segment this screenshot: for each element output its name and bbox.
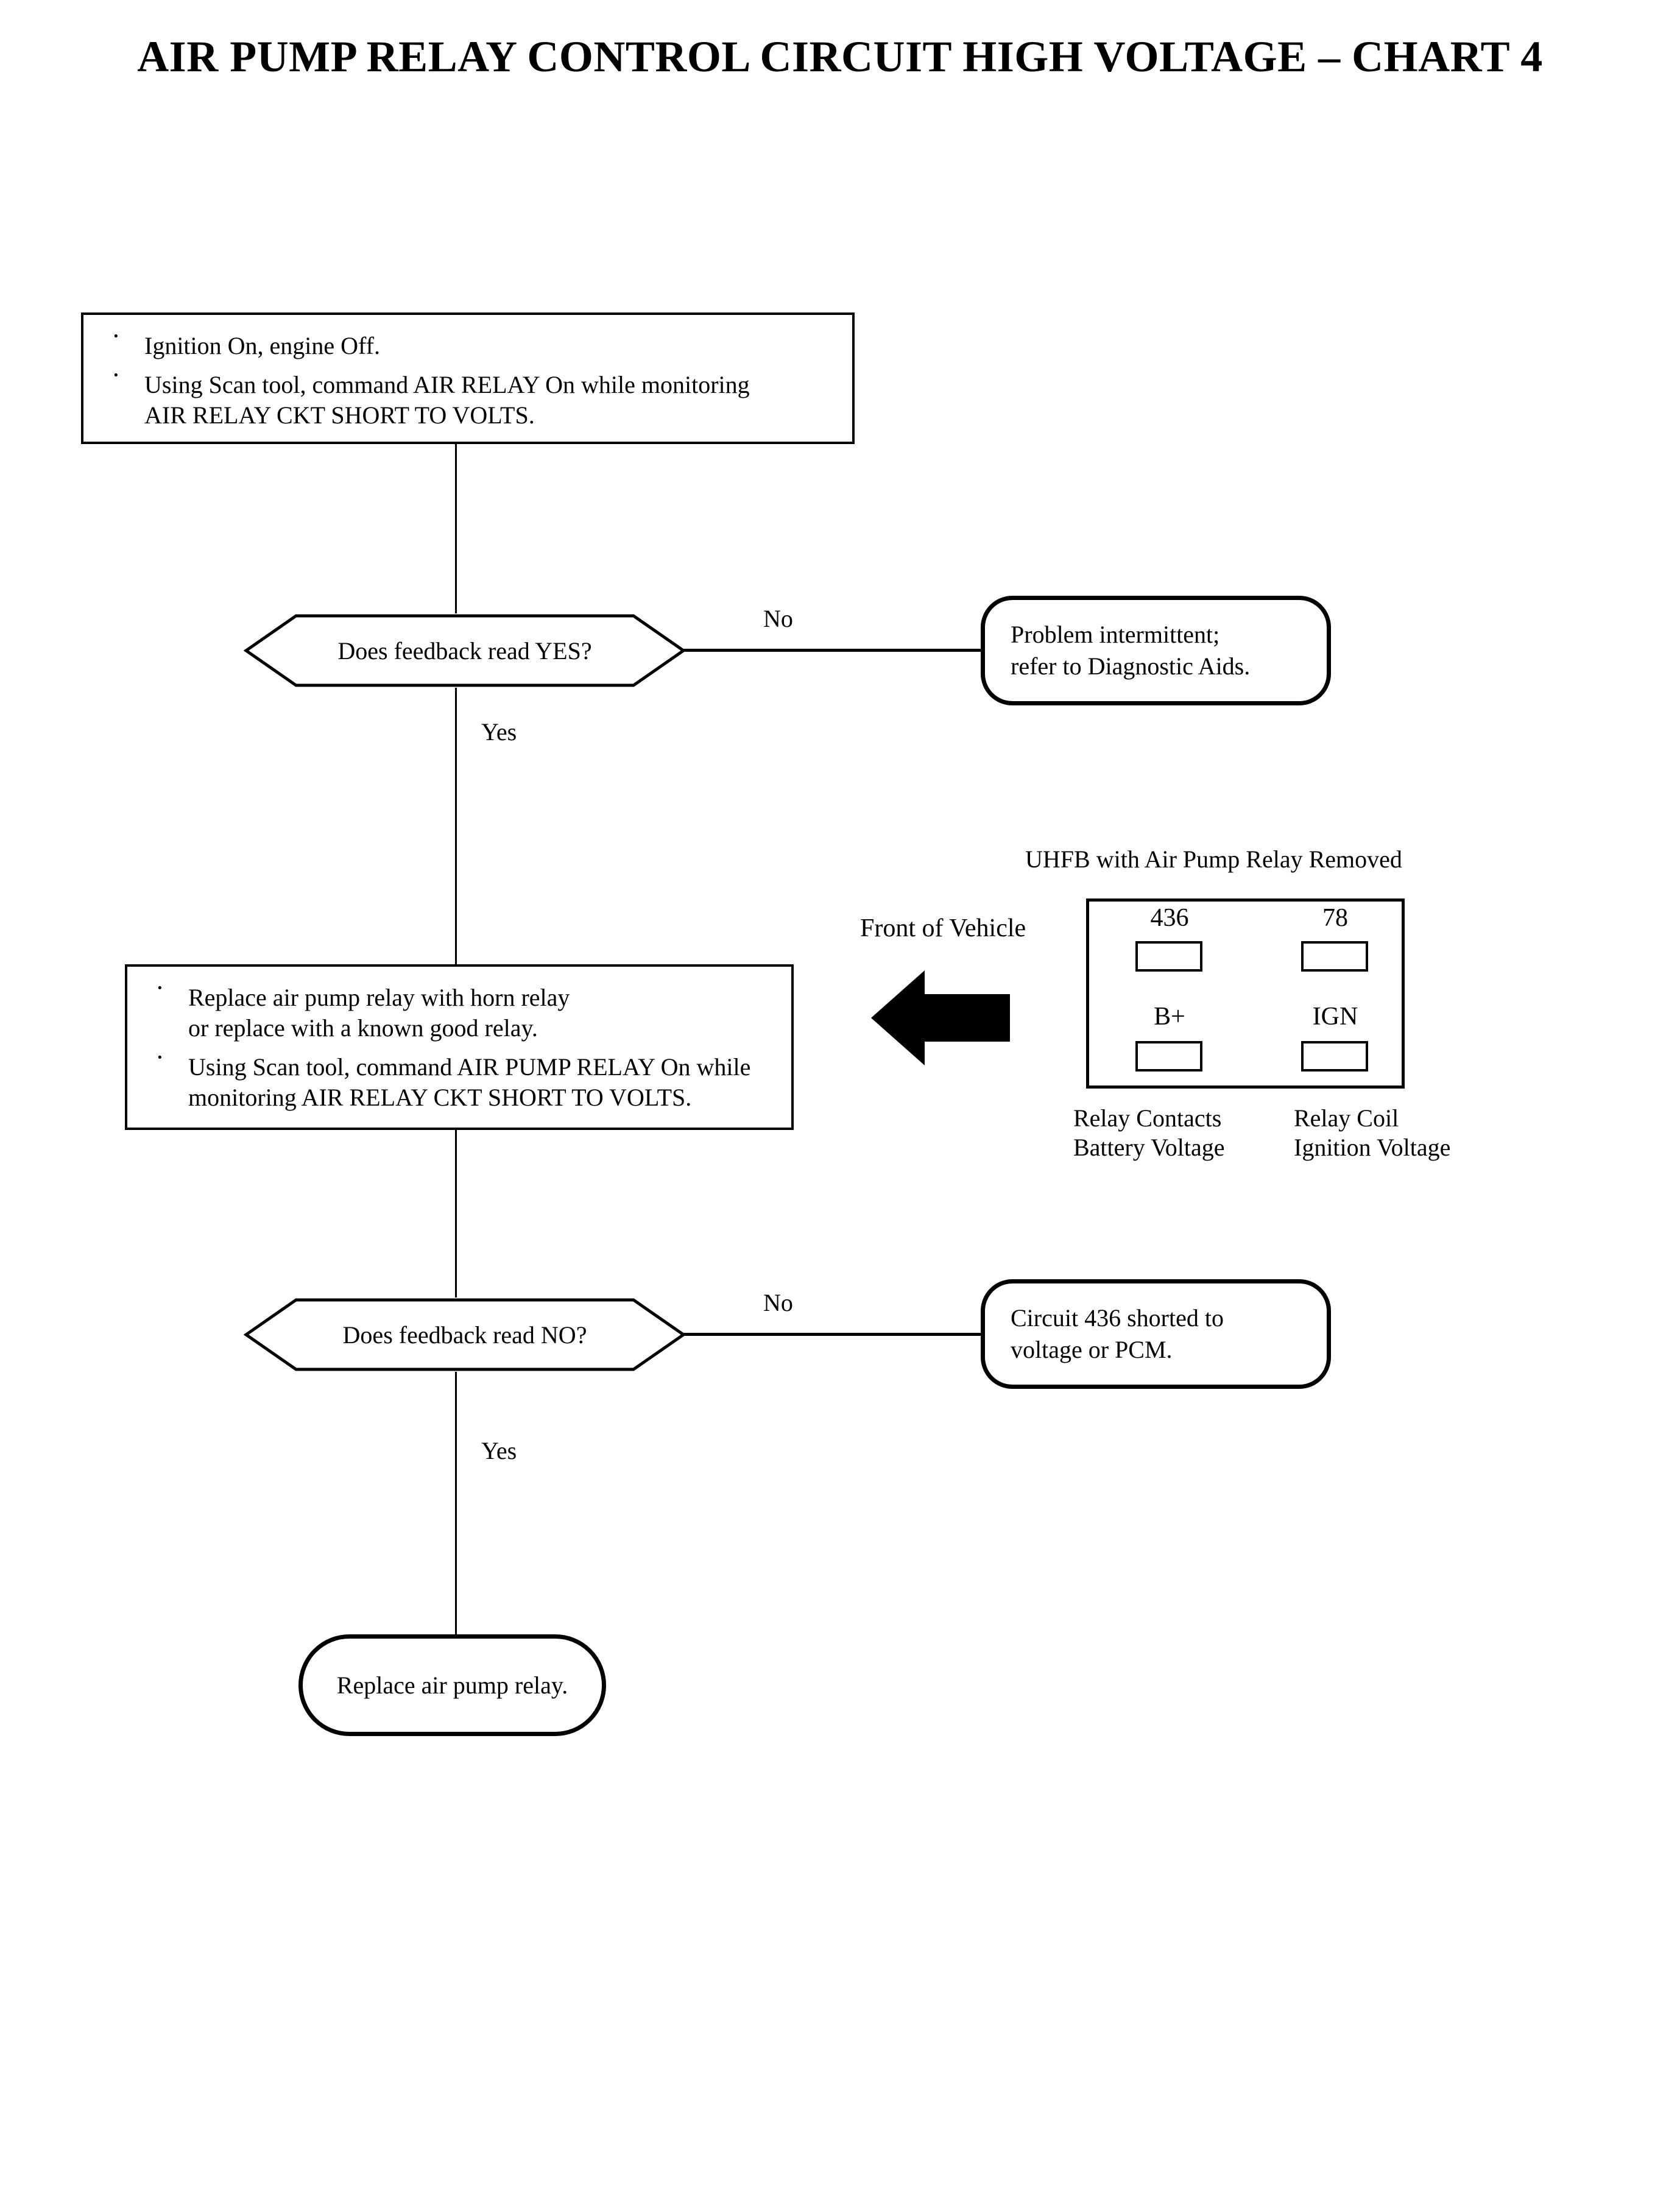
list-item: Using Scan tool, command AIR RELAY On wh… xyxy=(101,360,846,431)
decision-2-question: Does feedback read NO? xyxy=(342,1321,587,1349)
branch-decision2-no-line xyxy=(683,1333,983,1336)
terminal-circuit-shorted: Circuit 436 shorted to voltage or PCM. xyxy=(981,1279,1331,1389)
branch-label-decision2-no: No xyxy=(763,1289,793,1316)
connector-decision2-yes xyxy=(455,1372,457,1636)
step-1-bullet-2-line-2: AIR RELAY CKT SHORT TO VOLTS. xyxy=(144,401,535,429)
terminal-intermittent-line-1: Problem intermittent; xyxy=(1011,621,1220,648)
branch-label-decision1-no: No xyxy=(763,605,793,632)
uhfb-footer-relay-coil: Relay Coil Ignition Voltage xyxy=(1294,1104,1450,1162)
step-1-bullet-list: Ignition On, engine Off. Using Scan tool… xyxy=(101,321,846,439)
connector-step1-to-decision1 xyxy=(455,444,457,613)
step-1-bullet-2-line-1: Using Scan tool, command AIR RELAY On wh… xyxy=(144,371,750,398)
uhfb-terminal-slot-ign xyxy=(1301,1041,1368,1071)
uhfb-terminal-slot-bplus xyxy=(1135,1041,1202,1071)
list-item: Using Scan tool, command AIR PUMP RELAY … xyxy=(144,1042,785,1113)
uhfb-terminal-label-78: 78 xyxy=(1322,904,1348,932)
uhfb-terminal-label-436: 436 xyxy=(1150,904,1189,932)
branch-label-decision2-yes: Yes xyxy=(481,1437,517,1464)
uhfb-terminal-label-ign: IGN xyxy=(1312,1003,1358,1031)
terminal-shorted-line-2: voltage or PCM. xyxy=(1011,1336,1173,1363)
list-item: Replace air pump relay with horn relay o… xyxy=(144,973,785,1043)
connector-step2-to-decision2 xyxy=(455,1130,457,1297)
decision-feedback-no: Does feedback read NO? xyxy=(243,1297,686,1372)
uhfb-terminal-label-bplus: B+ xyxy=(1154,1003,1185,1031)
step-2-bullet-list: Replace air pump relay with horn relay o… xyxy=(144,973,785,1121)
uhfb-footer-right-line-2: Ignition Voltage xyxy=(1294,1134,1451,1161)
terminal-problem-intermittent: Problem intermittent; refer to Diagnosti… xyxy=(981,596,1331,705)
process-box-step-1: Ignition On, engine Off. Using Scan tool… xyxy=(81,312,855,444)
list-item: Ignition On, engine Off. xyxy=(101,321,846,361)
terminal-replace-relay-text: Replace air pump relay. xyxy=(336,1671,568,1699)
uhfb-footer-left-line-2: Battery Voltage xyxy=(1073,1134,1225,1161)
connector-decision1-yes xyxy=(455,688,457,966)
process-box-step-2: Replace air pump relay with horn relay o… xyxy=(125,964,794,1130)
decision-1-question: Does feedback read YES? xyxy=(337,637,592,665)
terminal-replace-air-pump-relay: Replace air pump relay. xyxy=(298,1634,606,1736)
uhfb-footer-relay-contacts: Relay Contacts Battery Voltage xyxy=(1073,1104,1224,1162)
terminal-intermittent-line-2: refer to Diagnostic Aids. xyxy=(1011,652,1251,680)
page-title: AIR PUMP RELAY CONTROL CIRCUIT HIGH VOLT… xyxy=(137,32,1543,81)
uhfb-terminal-slot-78 xyxy=(1301,941,1368,972)
step-2-bullet-2-line-1: Using Scan tool, command AIR PUMP RELAY … xyxy=(188,1053,751,1081)
step-2-bullet-1-line-1: Replace air pump relay with horn relay xyxy=(188,984,570,1011)
step-1-bullet-1-text: Ignition On, engine Off. xyxy=(144,332,380,359)
uhfb-footer-right-line-1: Relay Coil xyxy=(1294,1104,1399,1132)
terminal-shorted-line-1: Circuit 436 shorted to xyxy=(1011,1304,1224,1332)
uhfb-footer-left-line-1: Relay Contacts xyxy=(1073,1104,1222,1132)
uhfb-caption: UHFB with Air Pump Relay Removed xyxy=(1025,846,1402,873)
step-2-bullet-1-line-2: or replace with a known good relay. xyxy=(188,1014,538,1042)
step-2-bullet-2-line-2: monitoring AIR RELAY CKT SHORT TO VOLTS. xyxy=(188,1084,692,1111)
branch-decision1-no-line xyxy=(683,649,983,652)
front-of-vehicle-label: Front of Vehicle xyxy=(860,914,1026,942)
decision-feedback-yes: Does feedback read YES? xyxy=(243,613,686,688)
front-of-vehicle-arrow-icon xyxy=(871,967,1010,1068)
uhfb-terminal-slot-436 xyxy=(1135,941,1202,972)
branch-label-decision1-yes: Yes xyxy=(481,718,517,746)
